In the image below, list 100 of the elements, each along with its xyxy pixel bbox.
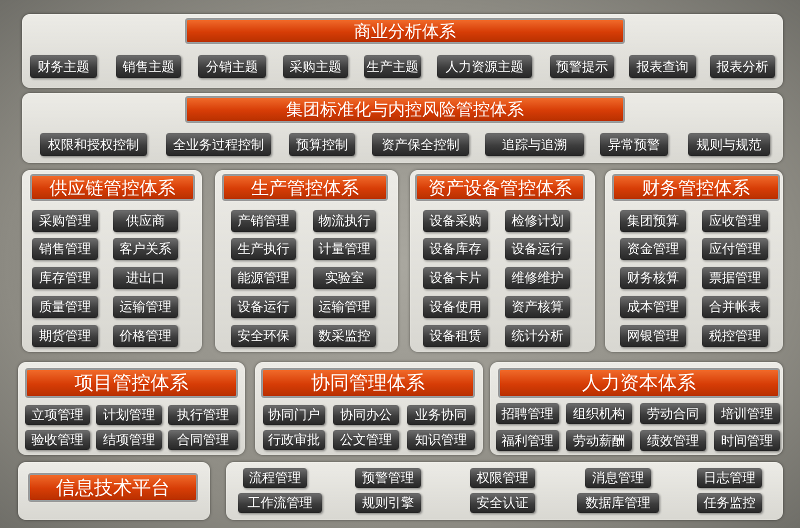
module-box: 分销主题 [198, 55, 266, 78]
module-box: 集团预算 [620, 210, 686, 232]
module-box: 运输管理 [313, 296, 376, 318]
module-box: 销售管理 [32, 238, 98, 260]
panel-header: 商业分析体系 [185, 18, 625, 44]
module-box: 计量管理 [313, 238, 376, 260]
module-box: 成本管理 [620, 296, 686, 318]
module-box: 实验室 [313, 267, 376, 289]
module-box: 能源管理 [231, 267, 296, 289]
module-box: 福利管理 [496, 430, 559, 451]
panel-header: 生产管控体系 [222, 174, 388, 201]
module-box: 报表查询 [629, 55, 696, 78]
module-box: 财务核算 [620, 267, 686, 289]
module-box: 票据管理 [702, 267, 768, 289]
module-box: 设备运行 [505, 238, 570, 260]
module-box: 执行管理 [168, 405, 238, 425]
module-box: 应付管理 [702, 238, 768, 260]
module-box: 规则引擎 [355, 493, 421, 513]
panel-header: 项目管控体系 [25, 368, 238, 398]
module-box: 知识管理 [407, 430, 475, 450]
module-box: 统计分析 [505, 325, 570, 347]
panel-background [410, 170, 595, 352]
module-box: 招聘管理 [496, 403, 559, 424]
module-box: 公文管理 [333, 430, 399, 450]
panel-header: 资产设备管控体系 [415, 174, 585, 201]
module-box: 组织机构 [566, 403, 632, 424]
module-box: 期货管理 [32, 325, 98, 347]
module-box: 预警管理 [355, 468, 421, 488]
module-box: 劳动薪酬 [566, 430, 632, 451]
module-box: 全业务过程控制 [166, 133, 271, 156]
module-box: 价格管理 [113, 325, 178, 347]
module-box: 财务主题 [30, 55, 97, 78]
module-box: 立项管理 [25, 405, 90, 425]
module-box: 追踪与追溯 [485, 133, 584, 156]
module-box: 产销管理 [231, 210, 296, 232]
module-box: 运输管理 [113, 296, 178, 318]
panel-background [22, 14, 783, 88]
module-box: 设备库存 [423, 238, 488, 260]
panel-header: 集团标准化与内控风险管控体系 [185, 96, 625, 123]
module-box: 预警提示 [550, 55, 614, 78]
module-box: 预算控制 [289, 133, 355, 156]
panel-background [22, 170, 202, 352]
module-box: 业务协同 [407, 405, 475, 425]
module-box: 安全认证 [470, 493, 535, 513]
module-box: 网银管理 [620, 325, 686, 347]
module-box: 资产核算 [505, 296, 570, 318]
module-box: 客户关系 [113, 238, 178, 260]
module-box: 协同门户 [263, 405, 325, 425]
module-box: 人力资源主题 [437, 55, 532, 78]
panel-background [18, 362, 245, 455]
module-box: 设备使用 [423, 296, 488, 318]
module-box: 资金管理 [620, 238, 686, 260]
module-box: 质量管理 [32, 296, 98, 318]
module-box: 结项管理 [96, 430, 162, 450]
module-box: 设备卡片 [423, 267, 488, 289]
module-box: 采购管理 [32, 210, 98, 232]
module-box: 设备租赁 [423, 325, 488, 347]
module-box: 流程管理 [243, 468, 307, 488]
module-box: 库存管理 [32, 267, 98, 289]
module-box: 权限管理 [470, 468, 535, 488]
panel-background [22, 93, 783, 163]
module-box: 劳动合同 [640, 403, 706, 424]
panel-background [490, 362, 783, 455]
panel-header: 信息技术平台 [28, 473, 198, 502]
module-box: 计划管理 [96, 405, 162, 425]
module-box: 供应商 [113, 210, 178, 232]
panel-background [18, 462, 210, 520]
module-box: 检修计划 [505, 210, 570, 232]
module-box: 合并帐表 [702, 296, 768, 318]
panel-background [605, 170, 783, 352]
panel-header: 人力资本体系 [498, 368, 780, 398]
module-box: 报表分析 [710, 55, 775, 78]
panel-header: 协同管理体系 [261, 368, 475, 398]
module-box: 安全环保 [231, 325, 296, 347]
module-box: 行政审批 [263, 430, 325, 450]
module-box: 资产保全控制 [372, 133, 469, 156]
panel-background [226, 462, 783, 520]
module-box: 规则与规范 [688, 133, 770, 156]
module-box: 消息管理 [585, 468, 651, 488]
module-box: 合同管理 [168, 430, 238, 450]
module-box: 培训管理 [714, 403, 780, 424]
module-box: 设备采购 [423, 210, 488, 232]
panel-background [215, 170, 398, 352]
module-box: 设备运行 [231, 296, 296, 318]
module-box: 时间管理 [714, 430, 780, 451]
module-box: 异常预警 [600, 133, 668, 156]
module-box: 工作流管理 [238, 493, 322, 513]
module-box: 税控管理 [702, 325, 768, 347]
module-box: 权限和授权控制 [40, 133, 147, 156]
module-box: 进出口 [113, 267, 178, 289]
module-box: 采购主题 [283, 55, 348, 78]
module-box: 绩效管理 [640, 430, 706, 451]
module-box: 协同办公 [333, 405, 399, 425]
panel-header: 财务管控体系 [612, 174, 780, 201]
module-box: 数据库管理 [577, 493, 659, 513]
panel-header: 供应链管控体系 [30, 174, 195, 201]
module-box: 数采监控 [313, 325, 376, 347]
module-box: 销售主题 [116, 55, 181, 78]
module-box: 验收管理 [25, 430, 90, 450]
module-box: 物流执行 [313, 210, 376, 232]
